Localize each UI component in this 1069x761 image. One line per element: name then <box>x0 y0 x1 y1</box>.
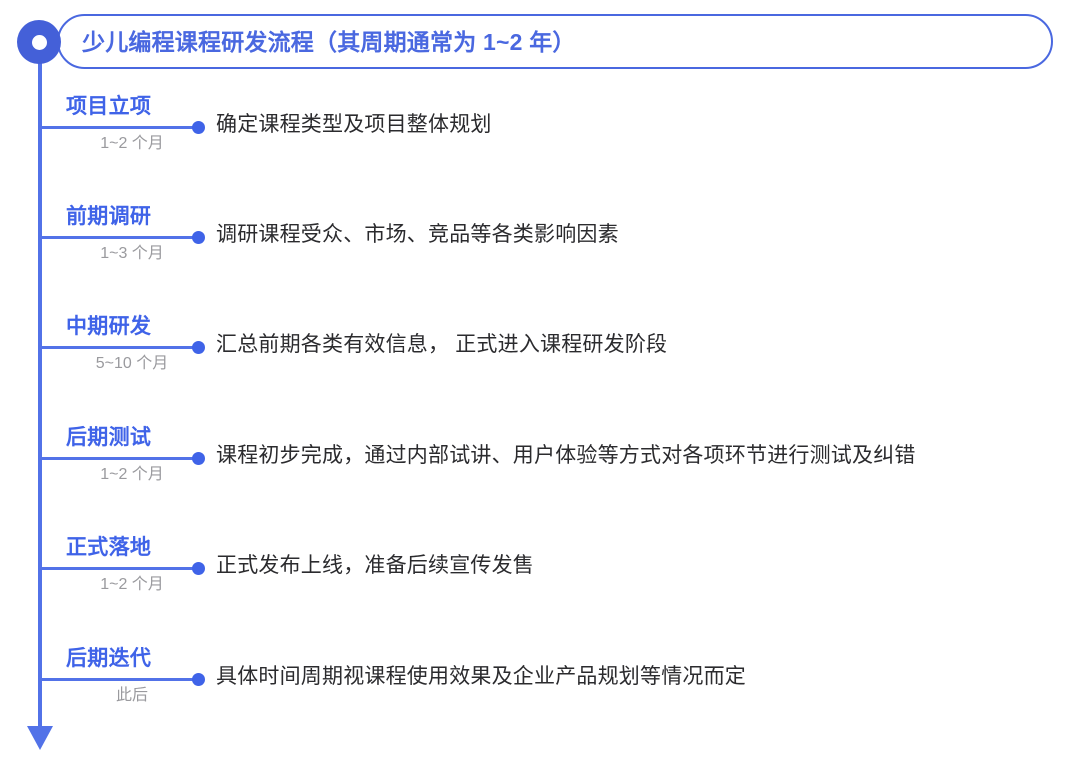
branch-dot-icon <box>192 341 205 354</box>
stage-duration: 1~2 个月 <box>100 466 164 483</box>
branch-line <box>40 567 198 570</box>
stage-label: 项目立项 <box>66 95 152 118</box>
stage-label: 后期迭代 <box>66 647 152 670</box>
arrow-down-icon <box>27 726 53 750</box>
branch-line <box>40 236 198 239</box>
stage-description: 调研课程受众、市场、竞品等各类影响因素 <box>216 223 619 246</box>
branch-dot-icon <box>192 673 205 686</box>
filled-ring-icon <box>17 20 61 64</box>
stage-duration: 1~2 个月 <box>100 576 164 593</box>
stage-label: 中期研发 <box>66 315 152 338</box>
stage-description: 正式发布上线，准备后续宣传发售 <box>216 554 534 577</box>
stage-description: 汇总前期各类有效信息， 正式进入课程研发阶段 <box>216 333 668 356</box>
branch-line <box>40 678 198 681</box>
stage-duration: 1~2 个月 <box>100 135 164 152</box>
stage-label: 正式落地 <box>66 536 152 559</box>
branch-dot-icon <box>192 231 205 244</box>
branch-dot-icon <box>192 562 205 575</box>
timeline-row: 项目立项 1~2 个月 确定课程类型及项目整体规划 <box>0 88 1069 198</box>
timeline-row: 后期迭代 此后 具体时间周期视课程使用效果及企业产品规划等情况而定 <box>0 640 1069 750</box>
stage-description: 具体时间周期视课程使用效果及企业产品规划等情况而定 <box>216 665 746 688</box>
timeline-spine <box>38 42 42 732</box>
stage-duration: 此后 <box>115 687 148 704</box>
branch-line <box>40 346 198 349</box>
stage-label: 前期调研 <box>66 205 152 228</box>
branch-line <box>40 126 198 129</box>
timeline-row: 前期调研 1~3 个月 调研课程受众、市场、竞品等各类影响因素 <box>0 198 1069 308</box>
timeline-row: 后期测试 1~2 个月 课程初步完成，通过内部试讲、用户体验等方式对各项环节进行… <box>0 419 1069 529</box>
branch-dot-icon <box>192 452 205 465</box>
branch-dot-icon <box>192 121 205 134</box>
stage-label: 后期测试 <box>66 426 152 449</box>
page-title: 少儿编程课程研发流程（其周期通常为 1~2 年） <box>82 29 576 55</box>
timeline-row: 中期研发 5~10 个月 汇总前期各类有效信息， 正式进入课程研发阶段 <box>0 308 1069 418</box>
stage-description: 确定课程类型及项目整体规划 <box>216 113 492 136</box>
stage-description: 课程初步完成，通过内部试讲、用户体验等方式对各项环节进行测试及纠错 <box>216 444 916 467</box>
branch-line <box>40 457 198 460</box>
timeline-row: 正式落地 1~2 个月 正式发布上线，准备后续宣传发售 <box>0 529 1069 639</box>
stage-duration: 1~3 个月 <box>100 245 164 262</box>
stage-duration: 5~10 个月 <box>95 355 169 372</box>
header-pill <box>57 14 1053 69</box>
